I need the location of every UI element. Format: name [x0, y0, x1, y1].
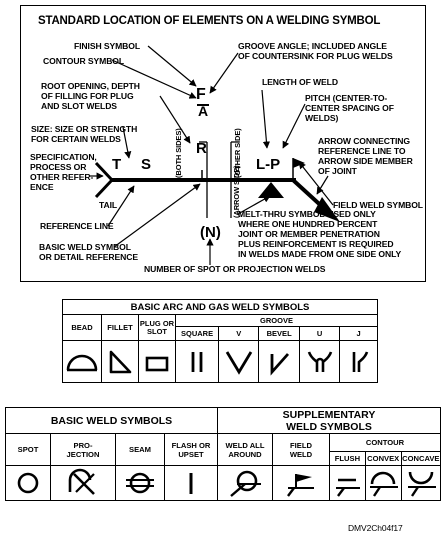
arc-gas-weld-table: BASIC ARC AND GAS WELD SYMBOLS BEAD FILL… — [62, 299, 378, 383]
letter-r: R — [196, 140, 207, 157]
convex-symbol — [364, 465, 402, 501]
label-spec-3: OTHER REFER- — [30, 172, 94, 182]
header-bevel: BEVEL — [258, 326, 300, 341]
label-spec-1: SPECIFICATION, — [30, 152, 97, 162]
label-arrow-1: ARROW CONNECTING — [318, 136, 410, 146]
header-v: V — [218, 326, 260, 341]
label-length-of-weld: LENGTH OF WELD — [262, 77, 338, 87]
basic-weld-title: BASIC WELD SYMBOLS — [5, 407, 218, 434]
label-melt-thru-5: IN WELDS MADE FROM ONE SIDE ONLY — [238, 249, 402, 259]
figure-id: DMV2Ch04f17 — [348, 523, 403, 533]
seam-symbol — [115, 465, 165, 501]
label-groove-angle-2: OF COUNTERSINK FOR PLUG WELDS — [238, 51, 393, 61]
square-groove-symbol — [174, 340, 220, 383]
label-melt-thru-1: MELT-THRU SYMBOL-USED ONLY — [238, 209, 376, 219]
supplementary-weld-title: SUPPLEMENTARY WELD SYMBOLS — [217, 407, 441, 434]
header-bead: BEAD — [62, 314, 102, 341]
projection-symbol — [50, 465, 116, 501]
concave-symbol — [400, 465, 442, 501]
label-basic-weld-2: OR DETAIL REFERENCE — [39, 252, 139, 262]
label-reference-line: REFERENCE LINE — [40, 221, 114, 231]
label-size-1: SIZE: SIZE OR STRENGTH — [31, 124, 138, 134]
basic-supplementary-table: BASIC WELD SYMBOLS SUPPLEMENTARY WELD SY… — [5, 407, 442, 501]
label-melt-thru-4: PLUS REINFORCEMENT IS REQUIRED — [238, 239, 394, 249]
flush-symbol — [329, 465, 366, 501]
label-size-2: FOR CERTAIN WELDS — [31, 134, 121, 144]
header-field-weld: FIELD WELD — [272, 433, 330, 466]
label-groove-angle-1: GROOVE ANGLE; INCLUDED ANGLE — [238, 41, 387, 51]
bevel-groove-symbol — [258, 340, 300, 383]
letter-lp: L-P — [256, 156, 281, 173]
flash-upset-symbol — [164, 465, 218, 501]
v-groove-symbol — [218, 340, 260, 383]
label-spec-4: ENCE — [30, 182, 54, 192]
label-contour-symbol: CONTOUR SYMBOL — [43, 56, 125, 66]
label-melt-thru-2: WHERE ONE HUNDRED PERCENT — [238, 219, 378, 229]
label-arrow-3: ARROW SIDE MEMBER — [318, 156, 413, 166]
letter-n: (N) — [200, 224, 221, 241]
label-root-opening-2: OF FILLING FOR PLUG — [41, 91, 134, 101]
header-projection: PRO-JECTION — [50, 433, 116, 466]
header-fillet: FILLET — [101, 314, 139, 341]
label-finish-symbol: FINISH SYMBOL — [74, 41, 141, 51]
arc-table-title: BASIC ARC AND GAS WELD SYMBOLS — [62, 299, 378, 315]
header-groove: GROOVE — [175, 314, 378, 327]
label-spec-2: PROCESS OR — [30, 162, 87, 172]
header-spot: SPOT — [5, 433, 51, 466]
header-plug-slot: PLUG OR SLOT — [138, 314, 176, 341]
letter-s: S — [141, 156, 152, 173]
label-spot-welds: NUMBER OF SPOT OR PROJECTION WELDS — [144, 264, 326, 274]
label-arrow-4: OF JOINT — [318, 166, 357, 176]
header-flush: FLUSH — [329, 451, 366, 466]
plug-slot-symbol — [138, 340, 176, 383]
bead-symbol — [62, 340, 102, 383]
header-seam: SEAM — [115, 433, 165, 466]
spot-symbol — [5, 465, 51, 501]
label-root-opening-1: ROOT OPENING, DEPTH — [41, 81, 140, 91]
header-flash-upset: FLASH OR UPSET — [164, 433, 218, 466]
label-root-opening-3: AND SLOT WELDS — [41, 101, 117, 111]
u-groove-symbol — [298, 340, 341, 383]
label-basic-weld-1: BASIC WELD SYMBOL — [39, 242, 131, 252]
label-both-sides: (BOTH SIDES) — [174, 128, 183, 178]
j-groove-symbol — [339, 340, 378, 383]
label-pitch-2: CENTER SPACING OF — [305, 103, 394, 113]
label-arrow-2: REFERENCE LINE TO — [318, 146, 406, 156]
fillet-symbol — [101, 340, 139, 383]
main-diagram — [20, 5, 426, 282]
header-contour: CONTOUR — [329, 433, 441, 452]
header-convex: CONVEX — [364, 451, 402, 466]
letter-a: A — [198, 103, 209, 119]
diagram-title: STANDARD LOCATION OF ELEMENTS ON A WELDI… — [38, 15, 381, 27]
header-concave: CONCAVE — [400, 451, 442, 466]
header-square: SQUARE — [174, 326, 220, 341]
label-melt-thru-3: JOINT OR MEMBER PENETRATION — [238, 229, 380, 239]
header-weld-all-around: WELD ALL AROUND — [217, 433, 273, 466]
label-tail: TAIL — [99, 200, 118, 210]
header-u: U — [298, 326, 341, 341]
letter-t: T — [112, 156, 122, 173]
header-j: J — [339, 326, 378, 341]
label-field-weld: FIELD WELD SYMBOL — [333, 200, 423, 210]
field-weld-symbol — [272, 465, 330, 501]
contour-bar — [197, 104, 209, 106]
label-pitch-1: PITCH (CENTER-TO- — [305, 93, 388, 103]
label-pitch-3: WELDS) — [305, 113, 339, 123]
letter-f: F — [196, 86, 206, 103]
weld-all-around-symbol — [217, 465, 273, 501]
